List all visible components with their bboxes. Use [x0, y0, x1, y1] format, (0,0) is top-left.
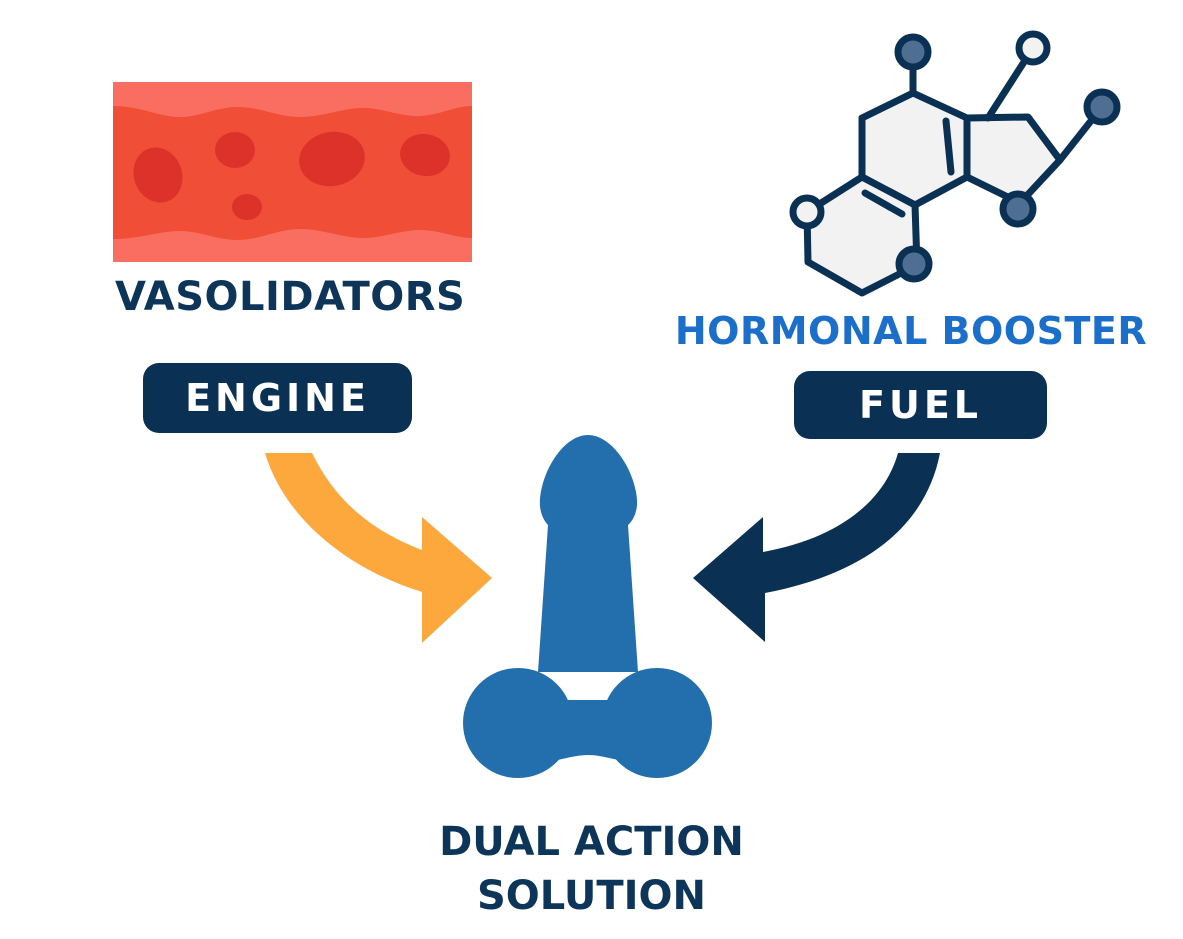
molecule-icon: [789, 30, 1121, 297]
fuel-label: FUEL: [794, 371, 1047, 439]
hormonal-booster-title: HORMONAL BOOSTER: [674, 309, 1148, 353]
result-label: DUAL ACTION SOLUTION: [400, 815, 783, 923]
result-line-2: SOLUTION: [476, 873, 706, 919]
engine-label: ENGINE: [143, 363, 412, 433]
male-anatomy-icon: [463, 435, 712, 778]
vasodilators-title: VASOLIDATORS: [115, 274, 466, 320]
blood-vessel-icon: [113, 82, 472, 262]
result-line-1: DUAL ACTION: [439, 819, 744, 865]
engine-arrow: [265, 453, 492, 643]
fuel-arrow: [693, 453, 940, 642]
